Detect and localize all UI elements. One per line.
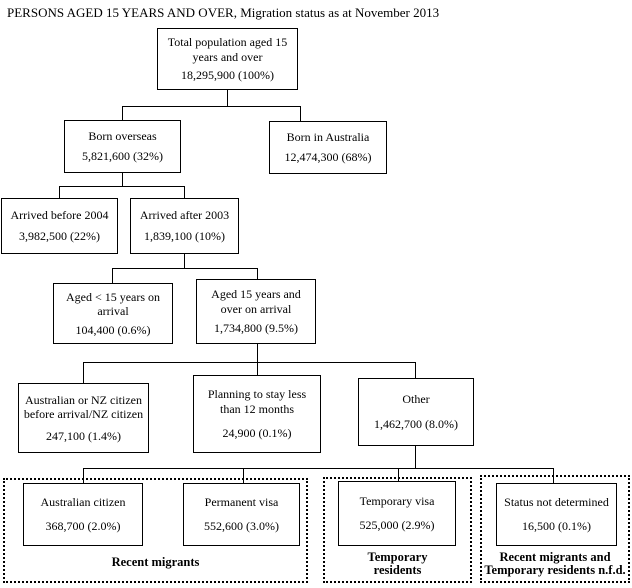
group-recent-migrants: Recent migrants xyxy=(3,478,308,583)
node-planning-to-stay-less-than-12-months: Planning to stay less than 12 months 24,… xyxy=(193,375,321,453)
node-aus-or-nz-citizen: Australian or NZ citizen before arrival/… xyxy=(18,383,149,453)
group-label-recent-migrants: Recent migrants xyxy=(111,555,200,570)
node-value: 1,734,800 (9.5%) xyxy=(214,321,298,336)
connector xyxy=(59,186,60,199)
node-value: 5,821,600 (32%) xyxy=(82,149,163,164)
connector xyxy=(227,90,228,107)
connector xyxy=(112,268,113,284)
node-label: Planning to stay less than 12 months xyxy=(207,387,307,416)
connector xyxy=(300,106,301,122)
connector xyxy=(122,106,123,121)
group-recent-and-temporary-nfd: Recent migrants and Temporary residents … xyxy=(480,475,630,583)
node-label: Aged < 15 years on arrival xyxy=(65,289,161,319)
connector xyxy=(112,268,258,269)
node-value: 12,474,300 (68%) xyxy=(284,150,372,165)
node-australian-citizen: Australian citizen 368,700 (2.0%) xyxy=(23,483,143,546)
connector xyxy=(415,446,416,469)
connector xyxy=(243,468,244,484)
node-label: Australian or NZ citizen before arrival/… xyxy=(23,392,144,422)
node-permanent-visa: Permanent visa 552,600 (3.0%) xyxy=(183,483,300,546)
node-value: 552,600 (3.0%) xyxy=(204,519,279,534)
group-temporary-residents: Temporary residents xyxy=(323,477,472,583)
connector xyxy=(83,362,84,384)
node-arrived-before-2004: Arrived before 2004 3,982,500 (22%) xyxy=(1,198,118,254)
connector xyxy=(83,468,84,484)
group-label-recent-and-temporary-nfd: Recent migrants and Temporary residents … xyxy=(484,549,626,578)
node-label: Australian citizen xyxy=(40,495,126,510)
connector xyxy=(398,468,399,482)
connector xyxy=(83,362,416,363)
node-born-in-australia: Born in Australia 12,474,300 (68%) xyxy=(269,121,387,174)
connector xyxy=(184,254,185,269)
connector xyxy=(184,186,185,199)
node-value: 1,839,100 (10%) xyxy=(144,229,225,244)
node-status-not-determined: Status not determined 16,500 (0.1%) xyxy=(496,483,617,546)
node-aged-15-and-over-on-arrival: Aged 15 years and over on arrival 1,734,… xyxy=(196,279,316,344)
page-title: PERSONS AGED 15 YEARS AND OVER, Migratio… xyxy=(7,5,440,20)
node-value: 3,982,500 (22%) xyxy=(19,229,100,244)
connector xyxy=(257,268,258,280)
connector xyxy=(122,173,123,187)
node-value: 1,462,700 (8.0%) xyxy=(374,417,458,432)
node-label: Aged 15 years and over on arrival xyxy=(211,287,301,316)
group-label-temporary-residents: Temporary residents xyxy=(367,549,428,578)
node-value: 368,700 (2.0%) xyxy=(45,519,121,534)
node-value: 247,100 (1.4%) xyxy=(46,428,121,443)
node-label: Arrived after 2003 xyxy=(139,207,230,222)
node-label: Permanent visa xyxy=(204,495,279,510)
node-value: 104,400 (0.6%) xyxy=(75,322,151,337)
node-label: Other xyxy=(402,391,430,406)
connector xyxy=(257,344,258,363)
connector xyxy=(83,468,554,469)
node-born-overseas: Born overseas 5,821,600 (32%) xyxy=(64,120,181,173)
node-label: Temporary visa xyxy=(359,493,435,508)
node-other: Other 1,462,700 (8.0%) xyxy=(358,378,474,446)
node-label: Arrived before 2004 xyxy=(10,207,109,222)
node-value: 18,295,900 (100%) xyxy=(181,68,274,83)
connector xyxy=(257,362,258,376)
node-total-population: Total population aged 15 years and over … xyxy=(157,28,298,90)
node-value: 16,500 (0.1%) xyxy=(522,519,591,534)
node-label: Born overseas xyxy=(88,128,157,143)
connector xyxy=(59,186,185,187)
node-label: Born in Australia xyxy=(286,129,370,144)
node-temporary-visa: Temporary visa 525,000 (2.9%) xyxy=(338,481,456,546)
node-label: Status not determined xyxy=(504,495,609,510)
node-arrived-after-2003: Arrived after 2003 1,839,100 (10%) xyxy=(130,198,239,254)
node-label: Total population aged 15 years and over xyxy=(167,35,288,64)
node-aged-under-15-on-arrival: Aged < 15 years on arrival 104,400 (0.6%… xyxy=(53,283,173,344)
connector xyxy=(415,362,416,379)
node-value: 525,000 (2.9%) xyxy=(359,518,435,533)
node-value: 24,900 (0.1%) xyxy=(222,426,292,440)
connector xyxy=(122,106,301,107)
